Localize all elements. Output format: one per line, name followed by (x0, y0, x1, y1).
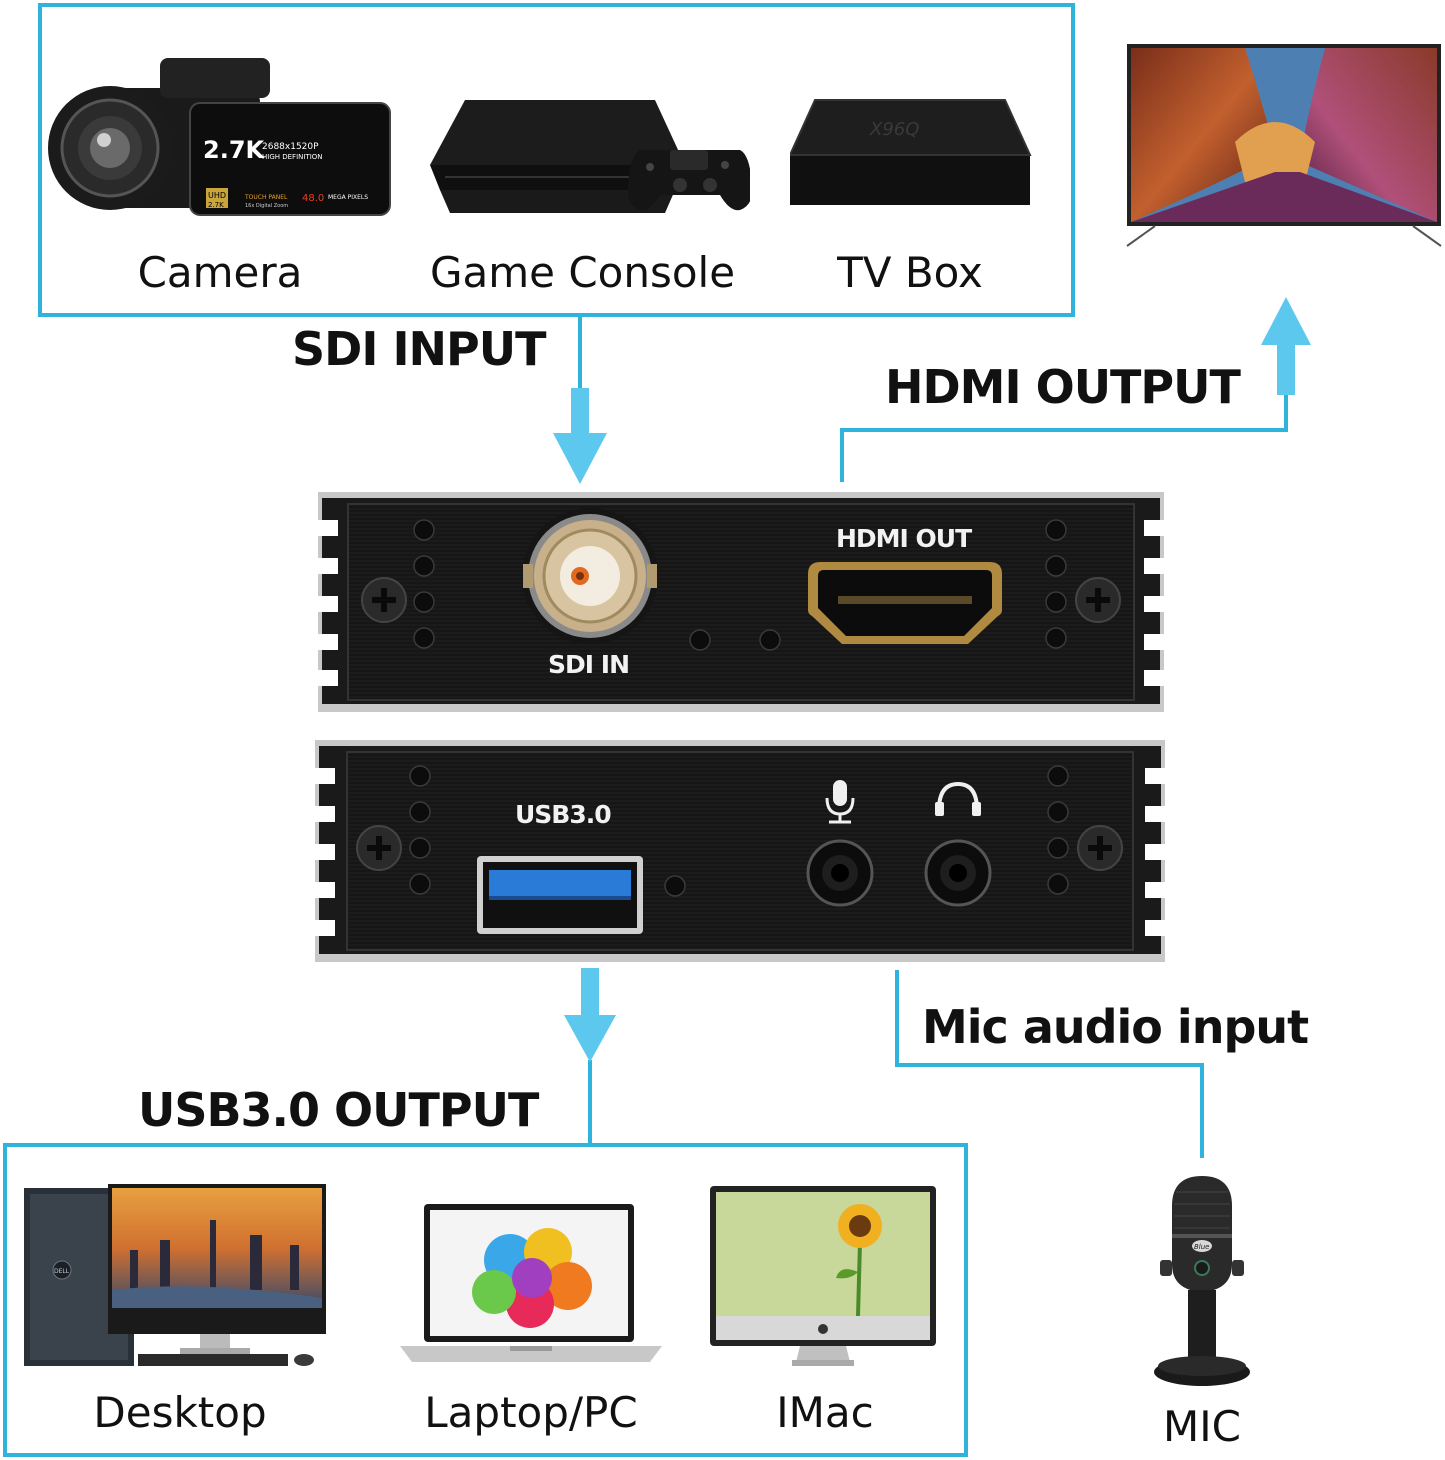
usb-output-title: USB3.0 OUTPUT (138, 1083, 539, 1137)
output-devices-box (3, 1143, 968, 1457)
sdi-input-title: SDI INPUT (292, 322, 547, 376)
camera-icon: 2.7K 2688x1520P HIGH DEFINITION UHD 2.7K… (48, 58, 391, 216)
source-devices-box (38, 3, 1075, 317)
camera-screen-main: 2.7K (203, 136, 266, 164)
camera-screen-sub: 2688x1520P (262, 142, 319, 152)
desktop-brand: DELL (54, 1268, 70, 1275)
device-front-panel (318, 492, 1164, 712)
hdmi-out-label: HDMI OUT (836, 524, 972, 553)
tv-display-icon (1126, 44, 1442, 247)
mic-brand: Blue (1194, 1243, 1210, 1251)
game-console-icon (430, 100, 750, 213)
device-rear-panel (315, 740, 1165, 962)
camera-badge-mega: MEGA PIXELS (328, 194, 368, 201)
tv-box-icon: X96Q (790, 99, 1032, 205)
desktop-icon: DELL (24, 1184, 326, 1366)
microphone-icon: Blue (1154, 1176, 1250, 1386)
camera-badge-uhd: UHD (208, 191, 226, 200)
camera-badge-27k: 2.7K (208, 201, 224, 209)
laptop-icon (400, 1204, 662, 1362)
mic-input-title: Mic audio input (922, 1000, 1309, 1054)
imac-label: IMac (776, 1388, 874, 1437)
sdi-in-label: SDI IN (548, 650, 630, 679)
camera-screen-sub2: HIGH DEFINITION (262, 153, 323, 161)
mic-label: MIC (1163, 1402, 1241, 1451)
imac-icon (710, 1186, 936, 1366)
hdmi-output-title: HDMI OUTPUT (885, 360, 1241, 414)
tv-box-label: TV Box (837, 248, 983, 297)
desktop-label: Desktop (93, 1388, 267, 1437)
camera-badge-zoom: 16x Digital Zoom (245, 203, 288, 209)
camera-badge-mp: 48.0 (302, 193, 324, 204)
camera-badge-touch: TOUCH PANEL (244, 194, 288, 201)
camera-label: Camera (137, 248, 303, 297)
game-console-label: Game Console (429, 248, 736, 297)
laptop-label: Laptop/PC (424, 1388, 638, 1437)
usb30-label: USB3.0 (515, 800, 612, 829)
tv-box-brand: X96Q (869, 119, 919, 140)
mic-jack-icon (833, 780, 847, 806)
